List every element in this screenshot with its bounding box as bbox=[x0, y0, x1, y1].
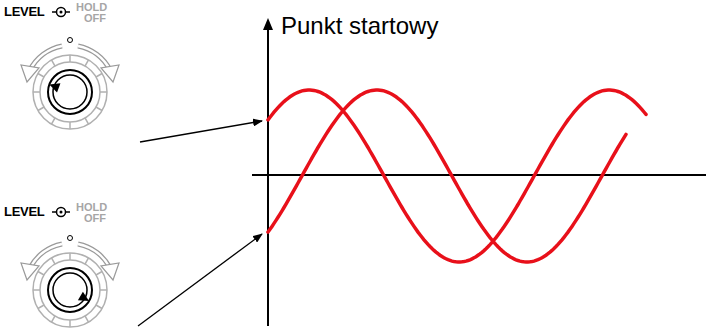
control-label: LEVEL bbox=[4, 205, 44, 218]
dial-tick bbox=[33, 91, 40, 93]
dial-tick bbox=[69, 320, 71, 327]
y-axis-arrow bbox=[263, 18, 273, 30]
dial-ring bbox=[33, 55, 107, 129]
dial-tick bbox=[38, 107, 44, 111]
dial-tick bbox=[38, 272, 44, 276]
level-symbol bbox=[52, 211, 70, 213]
index-dot bbox=[68, 236, 73, 241]
knob-cap bbox=[48, 268, 92, 312]
dial-tick bbox=[96, 305, 102, 309]
knob-cap bbox=[53, 273, 87, 307]
control-label: LEVEL bbox=[4, 5, 44, 18]
dial-tick bbox=[96, 272, 102, 276]
level-symbol bbox=[60, 211, 63, 214]
dial-tick bbox=[85, 258, 89, 264]
dial-tick bbox=[52, 118, 56, 124]
level-knob bbox=[21, 8, 119, 130]
knob-pointer bbox=[78, 292, 89, 301]
index-dot bbox=[68, 38, 73, 43]
dial-tick bbox=[52, 258, 56, 264]
x-axis bbox=[252, 174, 706, 176]
axis-title: Punkt startowy bbox=[281, 14, 438, 38]
dial-tick bbox=[100, 91, 107, 93]
knob-pointer bbox=[49, 83, 60, 92]
sine-wave bbox=[268, 90, 646, 262]
level-knob bbox=[21, 208, 119, 328]
control-label: HOLD bbox=[76, 2, 107, 13]
dial-tick bbox=[85, 316, 89, 322]
knob-cap bbox=[53, 75, 87, 109]
level-symbol bbox=[57, 8, 66, 17]
dial-tick bbox=[38, 305, 44, 309]
dial-tick bbox=[69, 122, 71, 129]
dial-tick bbox=[100, 289, 107, 291]
knob-cap bbox=[48, 70, 92, 114]
dial-tick bbox=[85, 60, 89, 66]
leader-line bbox=[138, 234, 262, 326]
dial-tick bbox=[96, 107, 102, 111]
dial-tick bbox=[96, 74, 102, 78]
dial-ring bbox=[33, 253, 107, 327]
dial-ring bbox=[40, 62, 100, 122]
dial-tick bbox=[69, 253, 71, 260]
level-symbol bbox=[60, 11, 63, 14]
dial-tick bbox=[85, 118, 89, 124]
sine-wave bbox=[268, 90, 626, 262]
control-label: OFF bbox=[84, 13, 106, 24]
leader-line bbox=[140, 121, 262, 142]
dial-tick bbox=[69, 55, 71, 62]
dial-tick bbox=[33, 289, 40, 291]
dial-tick bbox=[52, 316, 56, 322]
dial-tick bbox=[38, 74, 44, 78]
level-symbol bbox=[57, 208, 66, 217]
dial-ring bbox=[40, 260, 100, 320]
dial-tick bbox=[52, 60, 56, 66]
control-label: OFF bbox=[84, 213, 106, 224]
control-label: HOLD bbox=[76, 202, 107, 213]
level-symbol bbox=[52, 11, 70, 13]
